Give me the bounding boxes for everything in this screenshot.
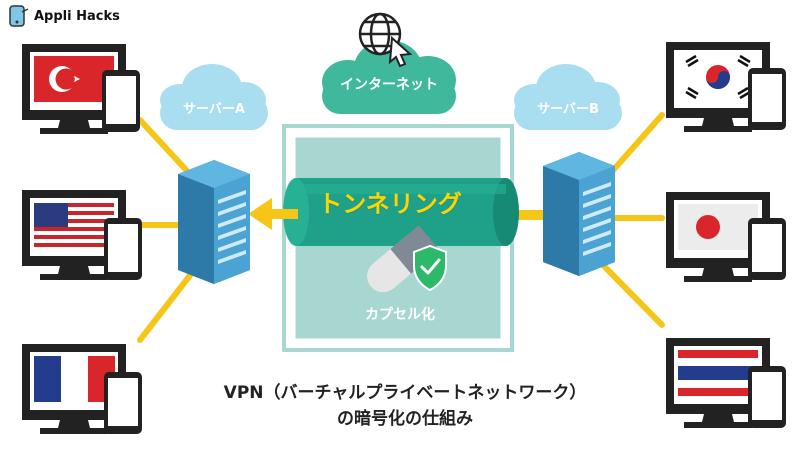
cloud-internet <box>322 40 456 114</box>
shield-check-icon <box>413 244 447 292</box>
client-korea <box>666 42 786 132</box>
globe-cursor-icon <box>358 12 413 68</box>
client-france <box>22 344 142 434</box>
capsule-label: カプセル化 <box>365 307 435 323</box>
tunnel-pipe <box>283 178 519 246</box>
client-usa <box>22 190 142 280</box>
server-a <box>178 160 250 284</box>
server-b <box>543 152 615 276</box>
internet-label: インターネット <box>340 77 438 93</box>
brand-logo: Appli Hacks <box>6 4 120 28</box>
brand-name: Appli Hacks <box>34 8 120 24</box>
phone-icon <box>9 5 29 27</box>
client-japan <box>666 192 786 282</box>
server-b-label: サーバーB <box>537 102 599 117</box>
caption-line-1: VPN（バーチャルプライベートネットワーク） <box>223 383 587 403</box>
cloud-server-b <box>514 64 622 130</box>
arrow-to-server-a <box>248 198 298 230</box>
tunnel-label: トンネリング <box>318 190 462 218</box>
client-thailand <box>666 338 786 428</box>
server-a-label: サーバーA <box>183 102 245 117</box>
client-turkey <box>22 44 140 134</box>
cloud-server-a <box>160 64 268 130</box>
caption-line-2: の暗号化の仕組み <box>337 409 473 429</box>
